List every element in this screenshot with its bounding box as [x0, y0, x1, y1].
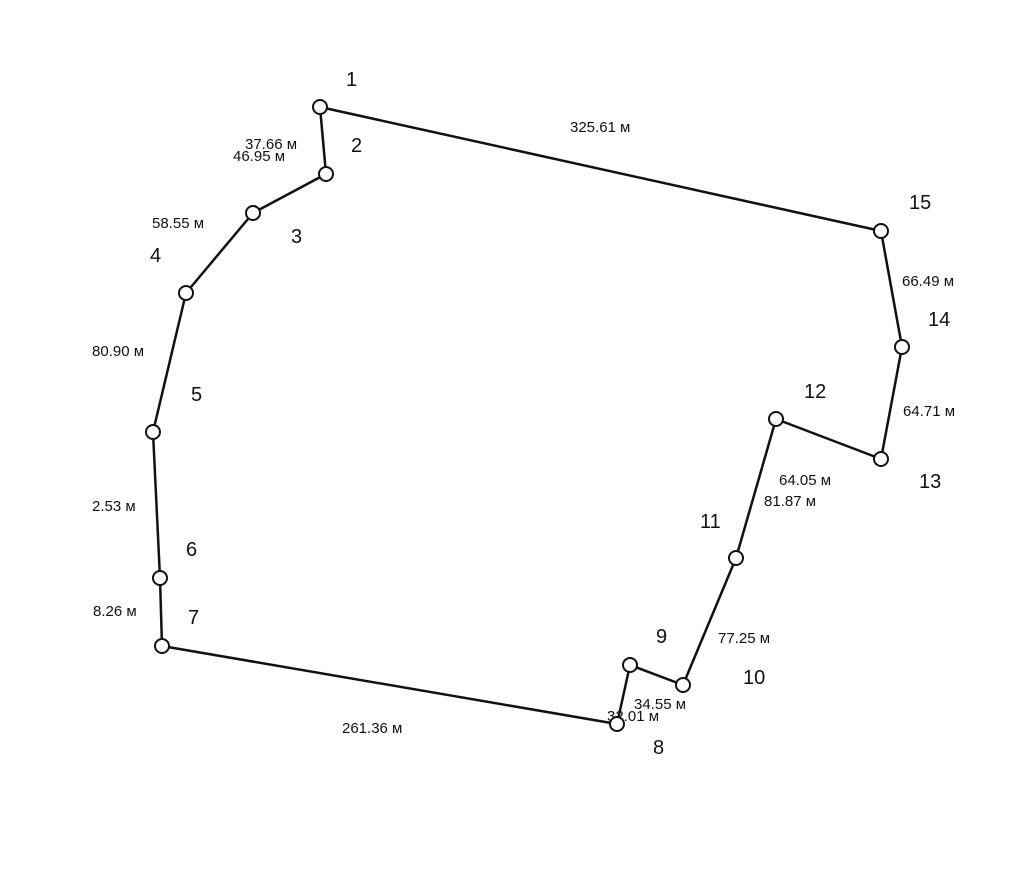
edge-length-label: 34.55 м — [634, 696, 686, 713]
vertex-number-label: 3 — [291, 226, 302, 248]
boundary-edge-2-3 — [252, 172, 327, 215]
edge-length-label: 325.61 м — [570, 119, 630, 136]
vertex-marker-13 — [873, 451, 889, 467]
edge-length-label: 64.71 м — [903, 403, 955, 420]
vertex-marker-14 — [894, 339, 910, 355]
vertex-marker-4 — [178, 285, 194, 301]
edge-length-label: 261.36 м — [342, 720, 402, 737]
vertex-marker-8 — [609, 716, 625, 732]
vertex-marker-10 — [675, 677, 691, 693]
boundary-edge-10-11 — [681, 557, 738, 686]
vertex-marker-3 — [245, 205, 261, 221]
vertex-number-label: 6 — [186, 539, 197, 561]
edge-length-label: 2.53 м — [92, 498, 136, 515]
boundary-edge-6-7 — [158, 577, 164, 647]
vertex-number-label: 15 — [909, 192, 931, 214]
vertex-marker-5 — [145, 424, 161, 440]
vertex-number-label: 9 — [656, 626, 667, 648]
boundary-edge-12-13 — [775, 417, 882, 461]
boundary-edge-3-4 — [185, 212, 254, 294]
edge-length-label: 46.95 м — [233, 148, 285, 165]
edge-length-label: 81.87 м — [764, 493, 816, 510]
boundary-edge-1-2 — [318, 106, 328, 175]
vertex-marker-11 — [728, 550, 744, 566]
vertex-number-label: 2 — [351, 135, 362, 157]
vertex-marker-2 — [318, 166, 334, 182]
boundary-edge-13-14 — [879, 346, 904, 460]
vertex-number-label: 7 — [188, 607, 199, 629]
vertex-marker-12 — [768, 411, 784, 427]
edge-length-label: 58.55 м — [152, 215, 204, 232]
vertex-number-label: 8 — [653, 737, 664, 759]
vertex-number-label: 14 — [928, 309, 950, 331]
edge-length-label: 80.90 м — [92, 343, 144, 360]
vertex-marker-7 — [154, 638, 170, 654]
vertex-number-label: 12 — [804, 381, 826, 403]
edge-length-label: 64.05 м — [779, 472, 831, 489]
vertex-number-label: 10 — [743, 667, 765, 689]
vertex-marker-9 — [622, 657, 638, 673]
boundary-edge-15-1 — [319, 105, 882, 233]
vertex-number-label: 1 — [346, 69, 357, 91]
vertex-marker-6 — [152, 570, 168, 586]
boundary-edge-9-10 — [629, 663, 684, 687]
edge-length-label: 66.49 м — [902, 273, 954, 290]
vertex-marker-15 — [873, 223, 889, 239]
edge-length-label: 77.25 м — [718, 630, 770, 647]
vertex-number-label: 5 — [191, 384, 202, 406]
vertex-number-label: 13 — [919, 471, 941, 493]
boundary-edge-7-8 — [161, 644, 618, 726]
boundary-edge-5-6 — [151, 431, 162, 579]
boundary-edge-11-12 — [734, 418, 778, 559]
edge-length-label: 37.66 м — [245, 136, 297, 153]
vertex-marker-1 — [312, 99, 328, 115]
edge-length-label: 8.26 м — [93, 603, 137, 620]
vertex-number-label: 4 — [150, 245, 161, 267]
boundary-edge-14-15 — [879, 230, 904, 348]
boundary-edge-8-9 — [615, 664, 632, 725]
vertex-number-label: 11 — [700, 511, 721, 533]
boundary-edge-4-5 — [151, 292, 188, 433]
